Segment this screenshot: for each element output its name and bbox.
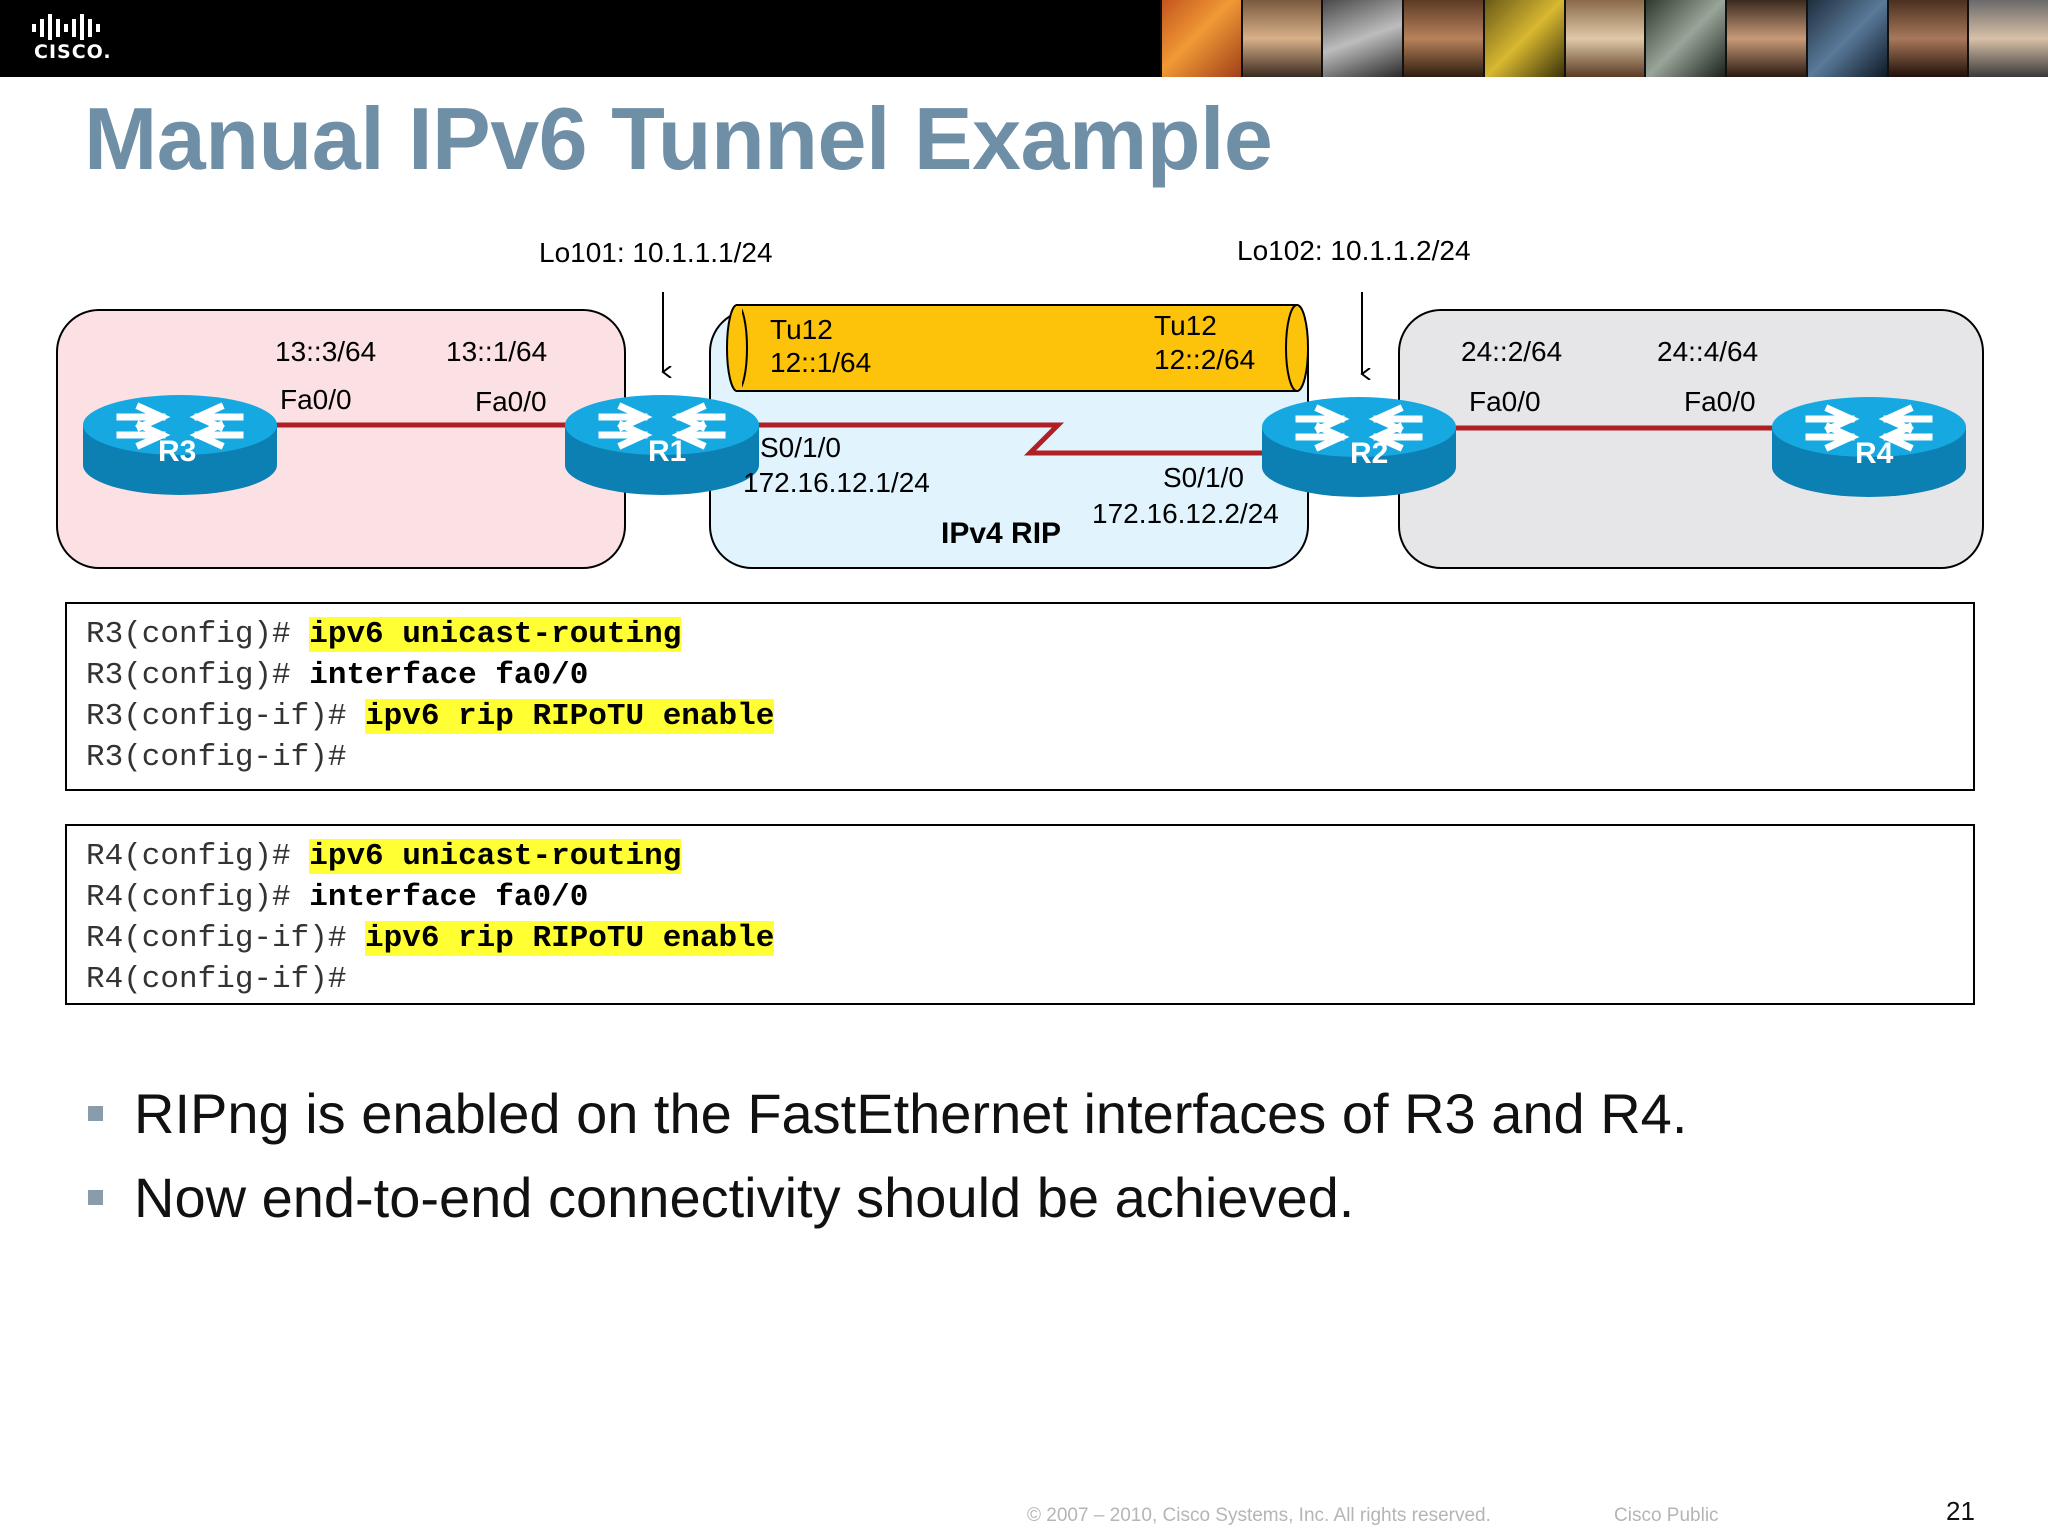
photo-tile — [1160, 0, 1241, 77]
page-title: Manual IPv6 Tunnel Example — [84, 89, 1273, 188]
square-bullet-icon — [88, 1106, 103, 1121]
config-line: R4(config)# interface fa0/0 — [86, 877, 1973, 918]
link-serial — [740, 422, 1295, 456]
tunnel-cylinder — [726, 304, 1309, 392]
lo101-label: Lo101: 10.1.1.1/24 — [539, 237, 773, 268]
footer-copyright: © 2007 – 2010, Cisco Systems, Inc. All r… — [1027, 1505, 1491, 1526]
router-r1-icon — [565, 395, 759, 495]
cisco-logo: CISCO. — [30, 14, 120, 64]
config-line: R4(config-if)# — [86, 959, 1973, 1000]
config-prompt: R3(config-if)# — [86, 740, 347, 775]
router-r2-icon — [1262, 397, 1456, 497]
tunnel-right-name: Tu12 — [1154, 310, 1217, 341]
tunnel-right-address: 12::2/64 — [1154, 344, 1256, 375]
r1-serial-interface: S0/1/0 — [760, 432, 841, 463]
ipv4-rip-label: IPv4 RIP — [941, 517, 1062, 550]
r1-serial-address: 172.16.12.1/24 — [743, 467, 930, 498]
r2-lan-interface: Fa0/0 — [1469, 386, 1541, 417]
config-line: R4(config)# ipv6 unicast-routing — [86, 836, 1973, 877]
photo-tile — [1725, 0, 1806, 77]
cisco-wordmark: CISCO. — [34, 41, 112, 63]
router-r4-label: R4 — [1855, 437, 1894, 470]
header-photo-strip — [1160, 0, 2048, 77]
bullet-list: RIPng is enabled on the FastEthernet int… — [84, 1072, 1984, 1240]
photo-tile — [1967, 0, 2048, 77]
lo102-label: Lo102: 10.1.1.2/24 — [1237, 235, 1471, 266]
config-command: interface fa0/0 — [309, 880, 589, 915]
config-command: interface fa0/0 — [309, 658, 589, 693]
config-line: R3(config-if)# ipv6 rip RIPoTU enable — [86, 696, 1973, 737]
photo-tile — [1805, 0, 1887, 77]
router-r1-label: R1 — [648, 435, 687, 468]
r3-interface: Fa0/0 — [280, 384, 352, 415]
r1-lan-ipv6-address: 13::1/64 — [446, 336, 548, 367]
tunnel-left-address: 12::1/64 — [770, 347, 872, 378]
photo-tile — [1563, 0, 1645, 77]
r4-interface: Fa0/0 — [1684, 386, 1756, 417]
config-line: R3(config)# interface fa0/0 — [86, 655, 1973, 696]
bullet-item: RIPng is enabled on the FastEthernet int… — [84, 1072, 1984, 1156]
config-command: ipv6 unicast-routing — [309, 617, 682, 652]
cisco-bars-icon — [32, 14, 100, 40]
r3-ipv6-address: 13::3/64 — [275, 336, 377, 367]
config-line: R4(config-if)# ipv6 rip RIPoTU enable — [86, 918, 1973, 959]
r2-serial-address: 172.16.12.2/24 — [1092, 498, 1279, 529]
config-prompt: R4(config-if)# — [86, 921, 366, 956]
square-bullet-icon — [88, 1190, 103, 1205]
router-r4-icon — [1772, 397, 1966, 497]
bullet-text: Now end-to-end connectivity should be ac… — [134, 1166, 1355, 1229]
header-bar: CISCO. — [0, 0, 2048, 77]
bullet-item: Now end-to-end connectivity should be ac… — [84, 1156, 1984, 1240]
router-r3-label: R3 — [158, 435, 197, 468]
config-prompt: R3(config-if)# — [86, 699, 366, 734]
router-r3-icon — [83, 395, 277, 495]
config-prompt: R4(config-if)# — [86, 962, 347, 997]
config-command: ipv6 rip RIPoTU enable — [365, 699, 775, 734]
page-number: 21 — [1946, 1496, 1975, 1526]
photo-tile — [1886, 0, 1968, 77]
r4-config-box: R4(config)# ipv6 unicast-routing R4(conf… — [65, 824, 1975, 1005]
r2-serial-interface: S0/1/0 — [1163, 462, 1244, 493]
config-prompt: R3(config)# — [86, 658, 310, 693]
photo-tile — [1644, 0, 1726, 77]
photo-tile — [1240, 0, 1322, 77]
r4-ipv6-address: 24::4/64 — [1657, 336, 1759, 367]
photo-tile — [1402, 0, 1483, 77]
photo-tile — [1321, 0, 1403, 77]
r3-config-box: R3(config)# ipv6 unicast-routing R3(conf… — [65, 602, 1975, 791]
config-prompt: R3(config)# — [86, 617, 310, 652]
config-line: R3(config-if)# — [86, 737, 1973, 778]
network-diagram: R3 R1 R2 R4 Lo101: 10.1.1.1/24 Lo102: 10… — [0, 220, 2048, 580]
tunnel-left-name: Tu12 — [770, 314, 833, 345]
photo-tile — [1482, 0, 1564, 77]
r1-lan-interface: Fa0/0 — [475, 386, 547, 417]
config-prompt: R4(config)# — [86, 839, 310, 874]
router-r2-label: R2 — [1350, 437, 1389, 470]
config-prompt: R4(config)# — [86, 880, 310, 915]
diagram-canvas — [56, 292, 1984, 569]
config-command: ipv6 rip RIPoTU enable — [365, 921, 775, 956]
footer-classification: Cisco Public — [1614, 1505, 1719, 1526]
config-line: R3(config)# ipv6 unicast-routing — [86, 614, 1973, 655]
config-command: ipv6 unicast-routing — [309, 839, 682, 874]
r2-lan-ipv6-address: 24::2/64 — [1461, 336, 1563, 367]
bullet-text: RIPng is enabled on the FastEthernet int… — [134, 1082, 1688, 1145]
